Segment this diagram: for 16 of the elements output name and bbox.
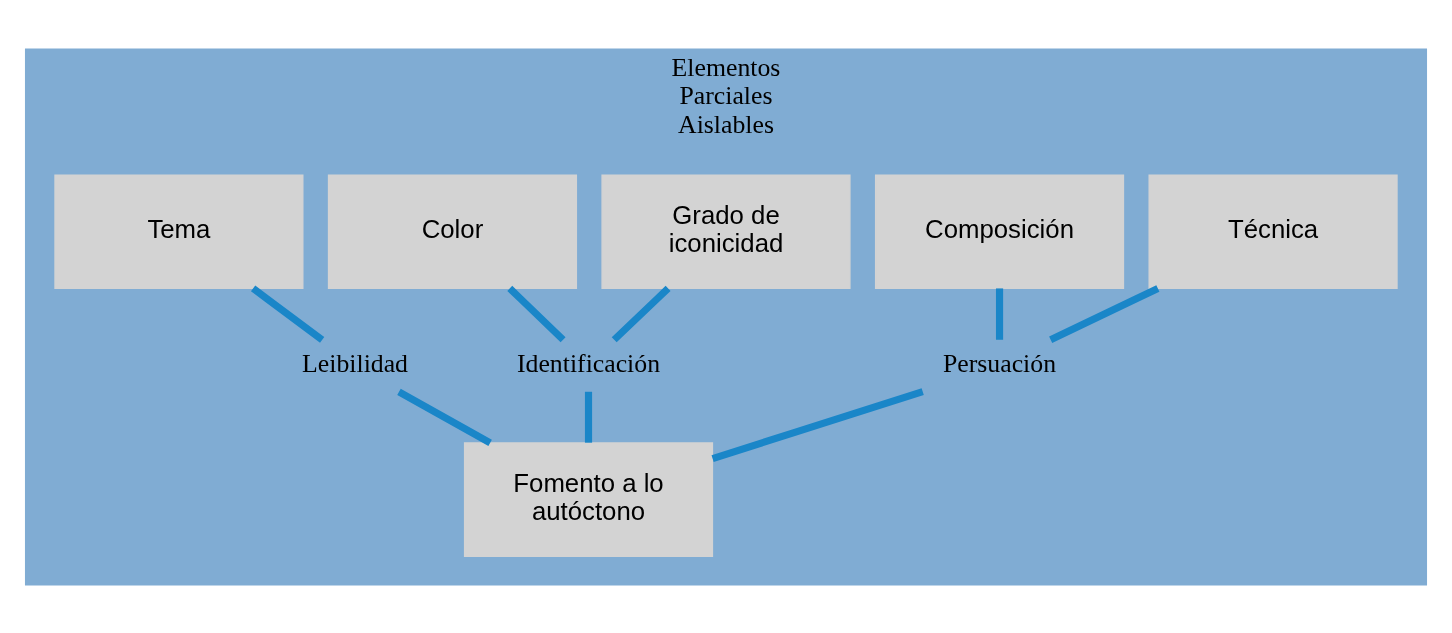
- node-box: Técnica: [1148, 174, 1398, 289]
- node-box: Fomento a lo autóctono: [463, 441, 714, 557]
- connector: [1049, 284, 1160, 343]
- connector: [507, 285, 566, 342]
- node-text: Identificación: [516, 348, 661, 378]
- connector: [397, 388, 492, 446]
- node-box: Composición: [874, 174, 1125, 289]
- node-text: Leibilidad: [302, 348, 409, 378]
- connector: [250, 285, 325, 343]
- connector: [611, 285, 671, 342]
- node-box: Grado de iconicidad: [601, 174, 851, 289]
- node-text: Persuación: [943, 348, 1057, 378]
- node-box: Color: [327, 174, 578, 289]
- node-box: Tema: [54, 174, 304, 289]
- connector: [711, 387, 924, 462]
- connector: [995, 287, 1004, 340]
